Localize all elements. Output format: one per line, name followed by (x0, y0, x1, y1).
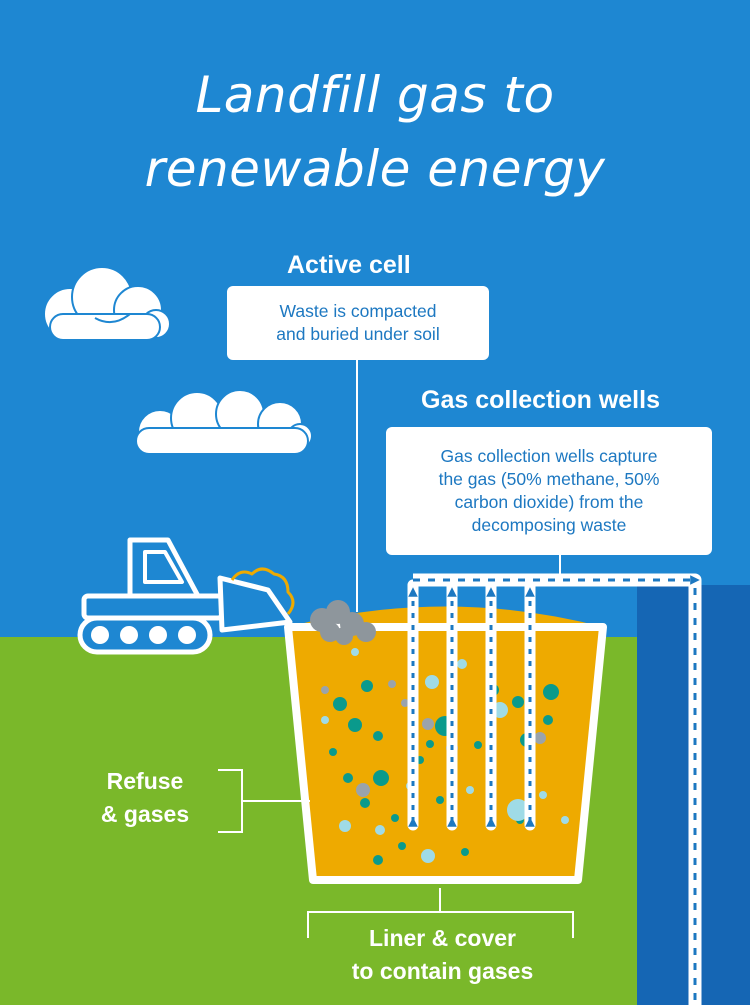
bulldozer-icon (77, 537, 295, 655)
active-cell-description-line-1: Waste is compacted (279, 301, 437, 321)
waste-mound (288, 606, 603, 627)
refuse-label: Refuse & gases (80, 765, 210, 831)
gas-wells-callout: Gas collection wells capture the gas (50… (386, 427, 712, 555)
cloud-icon (43, 266, 171, 341)
liner-label-line-1: Liner & cover (369, 925, 516, 951)
liner-bracket (307, 888, 574, 938)
gas-wells-description-line-4: decomposing waste (471, 515, 627, 535)
refuse-bracket (218, 769, 310, 833)
title-line-1: Landfill gas to (195, 66, 555, 124)
cloud-detail (94, 313, 131, 324)
title-line-2: renewable energy (144, 140, 606, 198)
cloud-icon (135, 389, 313, 455)
gas-flow-arrows (408, 587, 535, 827)
gas-wells-description-line-3: carbon dioxide) from the (454, 492, 644, 512)
refuse-label-line-2: & gases (100, 801, 190, 827)
gas-wells-description-line-2: the gas (50% methane, 50% (438, 469, 660, 489)
active-cell-description-line-2: and buried under soil (276, 324, 440, 344)
smoke-icon (310, 600, 376, 645)
liner-label: Liner & cover to contain gases (300, 922, 585, 988)
active-cell-callout: Waste is compacted and buried under soil (227, 286, 489, 360)
liner-label-line-2: to contain gases (351, 958, 534, 984)
gas-wells-heading: Gas collection wells (421, 386, 660, 414)
page-title: Landfill gas to renewable energy (0, 58, 750, 206)
active-cell-heading: Active cell (287, 251, 411, 279)
refuse-label-line-1: Refuse (106, 768, 184, 794)
gas-wells-description-line-1: Gas collection wells capture (440, 446, 658, 466)
bulldozer-wheels (91, 626, 196, 644)
